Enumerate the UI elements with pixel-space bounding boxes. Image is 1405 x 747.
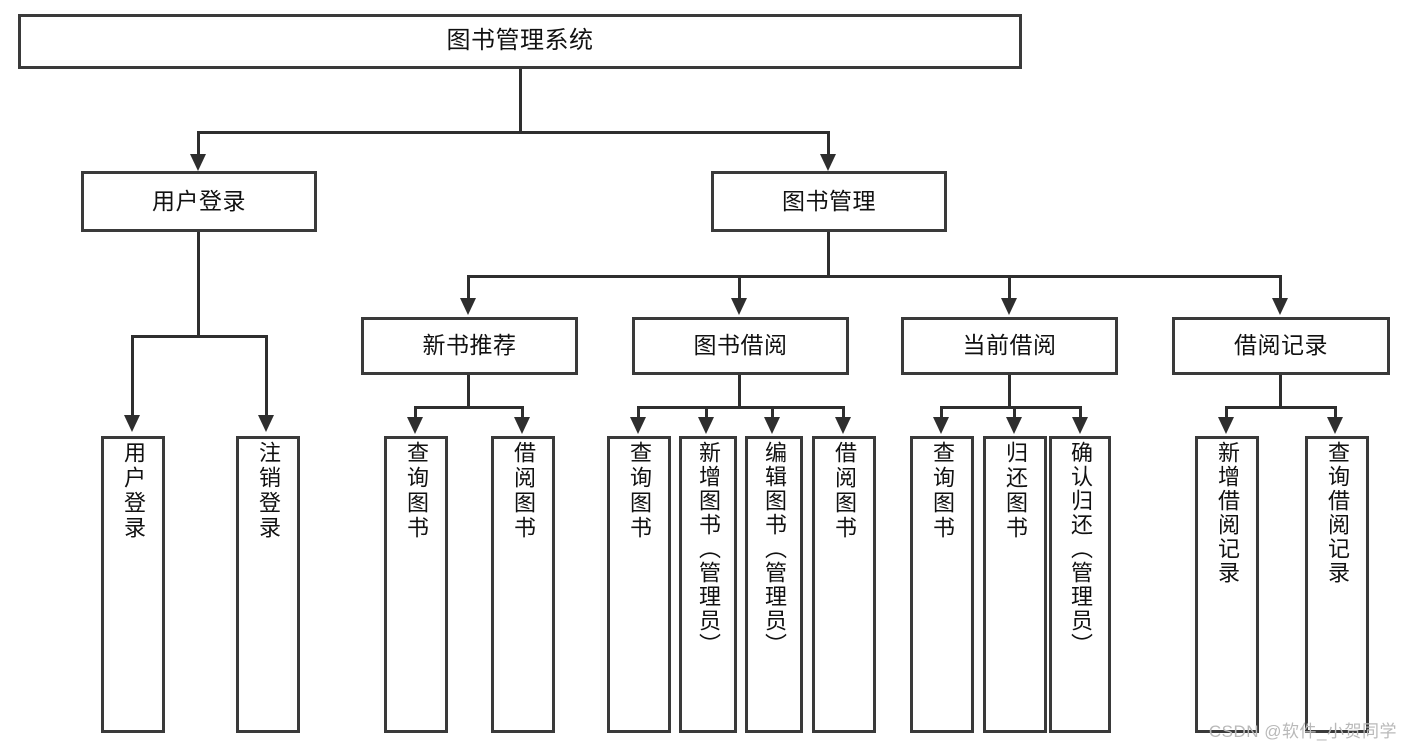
watermark-text: CSDN @软件_小贺同学 bbox=[1208, 722, 1397, 741]
leaf-recommend-borrow-book[interactable]: 借阅图书 bbox=[491, 436, 555, 733]
node-user-login[interactable]: 用户登录 bbox=[81, 171, 317, 232]
node-label: 图书借阅 bbox=[693, 332, 788, 359]
connector-borrow-record-to-leaf-1 bbox=[1225, 406, 1228, 419]
leaf-borrow-add-book-admin[interactable]: 新增图书（管理员） bbox=[679, 436, 737, 733]
leaf-current-return-book[interactable]: 归还图书 bbox=[983, 436, 1047, 733]
connector-borrow-record-stem bbox=[1279, 375, 1282, 408]
connector-new-book-rec-to-leaf-1 bbox=[414, 406, 417, 419]
node-label: 用户登录 bbox=[121, 441, 146, 541]
arrowhead-book-manage-to-book-borrow bbox=[731, 298, 747, 315]
connector-root-bus bbox=[197, 131, 830, 134]
connector-user-login-bus bbox=[131, 335, 268, 338]
connector-user-login-stem bbox=[197, 232, 200, 337]
node-label: 注销登录 bbox=[256, 441, 281, 541]
node-label: 查询图书 bbox=[930, 441, 955, 541]
connector-root-to-book-manage bbox=[827, 131, 830, 158]
connector-new-book-rec-stem bbox=[467, 375, 470, 408]
leaf-current-confirm-return-admin[interactable]: 确认归还（管理员） bbox=[1049, 436, 1111, 733]
node-new-book-recommend[interactable]: 新书推荐 bbox=[361, 317, 578, 375]
node-label: 用户登录 bbox=[152, 187, 246, 214]
connector-book-borrow-bus bbox=[637, 406, 845, 409]
leaf-record-add-record[interactable]: 新增借阅记录 bbox=[1195, 436, 1259, 733]
arrowhead-current-borrow-to-leaf-3 bbox=[1072, 417, 1088, 434]
node-label: 图书管理 bbox=[782, 187, 876, 214]
arrowhead-book-borrow-to-leaf-1 bbox=[630, 417, 646, 434]
connector-current-borrow-to-leaf-2 bbox=[1013, 406, 1016, 419]
node-borrow-record[interactable]: 借阅记录 bbox=[1172, 317, 1390, 375]
leaf-current-query-book[interactable]: 查询图书 bbox=[910, 436, 974, 733]
leaf-recommend-query-book[interactable]: 查询图书 bbox=[384, 436, 448, 733]
arrowhead-current-borrow-to-leaf-2 bbox=[1006, 417, 1022, 434]
node-book-borrow[interactable]: 图书借阅 bbox=[632, 317, 849, 375]
arrowhead-root-to-user-login bbox=[190, 154, 206, 171]
arrowhead-current-borrow-to-leaf-1 bbox=[933, 417, 949, 434]
connector-current-borrow-to-leaf-1 bbox=[940, 406, 943, 419]
connector-book-borrow-to-leaf-1 bbox=[637, 406, 640, 419]
arrowhead-borrow-record-to-leaf-2 bbox=[1327, 417, 1343, 434]
node-book-manage[interactable]: 图书管理 bbox=[711, 171, 947, 232]
arrowhead-book-borrow-to-leaf-3 bbox=[764, 417, 780, 434]
arrowhead-new-book-rec-to-leaf-2 bbox=[514, 417, 530, 434]
connector-book-manage-to-current-borrow bbox=[1008, 275, 1011, 301]
node-current-borrow[interactable]: 当前借阅 bbox=[901, 317, 1118, 375]
arrowhead-new-book-rec-to-leaf-1 bbox=[407, 417, 423, 434]
connector-book-borrow-to-leaf-3 bbox=[771, 406, 774, 419]
leaf-borrow-query-book[interactable]: 查询图书 bbox=[607, 436, 671, 733]
node-label: 查询图书 bbox=[404, 441, 429, 541]
connector-book-manage-to-borrow-record bbox=[1279, 275, 1282, 301]
arrowhead-root-to-book-manage bbox=[820, 154, 836, 171]
node-label: 新增借阅记录 bbox=[1215, 441, 1240, 585]
leaf-user-login[interactable]: 用户登录 bbox=[101, 436, 165, 733]
node-label: 查询借阅记录 bbox=[1325, 441, 1350, 585]
connector-current-borrow-to-leaf-3 bbox=[1079, 406, 1082, 419]
node-label: 图书管理系统 bbox=[446, 27, 594, 55]
connector-root-stem bbox=[519, 69, 522, 133]
connector-book-manage-to-book-borrow bbox=[738, 275, 741, 301]
arrowhead-book-borrow-to-leaf-2 bbox=[698, 417, 714, 434]
node-label: 借阅图书 bbox=[511, 441, 536, 541]
connector-current-borrow-stem bbox=[1008, 375, 1011, 408]
leaf-record-query-record[interactable]: 查询借阅记录 bbox=[1305, 436, 1369, 733]
arrowhead-book-manage-to-new-book-rec bbox=[460, 298, 476, 315]
arrowhead-book-manage-to-borrow-record bbox=[1272, 298, 1288, 315]
node-label: 确认归还（管理员） bbox=[1068, 441, 1093, 657]
connector-new-book-rec-bus bbox=[414, 406, 524, 409]
connector-book-manage-to-new-book-rec bbox=[467, 275, 470, 301]
leaf-borrow-borrow-book[interactable]: 借阅图书 bbox=[812, 436, 876, 733]
connector-book-borrow-to-leaf-4 bbox=[842, 406, 845, 419]
node-label: 借阅图书 bbox=[832, 441, 857, 541]
leaf-borrow-edit-book-admin[interactable]: 编辑图书（管理员） bbox=[745, 436, 803, 733]
node-label: 编辑图书（管理员） bbox=[762, 441, 787, 657]
connector-book-borrow-to-leaf-2 bbox=[705, 406, 708, 419]
arrowhead-borrow-record-to-leaf-1 bbox=[1218, 417, 1234, 434]
node-label: 当前借阅 bbox=[962, 332, 1057, 359]
node-root-library-system[interactable]: 图书管理系统 bbox=[18, 14, 1022, 69]
arrowhead-book-borrow-to-leaf-4 bbox=[835, 417, 851, 434]
connector-user-login-to-leaf-2 bbox=[265, 335, 268, 417]
connector-root-to-user-login bbox=[197, 131, 200, 158]
connector-borrow-record-bus bbox=[1225, 406, 1337, 409]
arrowhead-user-login-to-leaf-2 bbox=[258, 415, 274, 432]
connector-book-manage-stem bbox=[827, 232, 830, 277]
connector-user-login-to-leaf-1 bbox=[131, 335, 134, 417]
leaf-logout[interactable]: 注销登录 bbox=[236, 436, 300, 733]
node-label: 归还图书 bbox=[1003, 441, 1028, 541]
node-label: 新增图书（管理员） bbox=[696, 441, 721, 657]
node-label: 借阅记录 bbox=[1234, 332, 1328, 359]
arrowhead-book-manage-to-current-borrow bbox=[1001, 298, 1017, 315]
connector-new-book-rec-to-leaf-2 bbox=[521, 406, 524, 419]
connector-borrow-record-to-leaf-2 bbox=[1334, 406, 1337, 419]
arrowhead-user-login-to-leaf-1 bbox=[124, 415, 140, 432]
connector-current-borrow-bus bbox=[940, 406, 1082, 409]
connector-book-borrow-stem bbox=[738, 375, 741, 408]
connector-book-manage-bus bbox=[467, 275, 1282, 278]
node-label: 查询图书 bbox=[627, 441, 652, 541]
node-label: 新书推荐 bbox=[422, 332, 517, 359]
